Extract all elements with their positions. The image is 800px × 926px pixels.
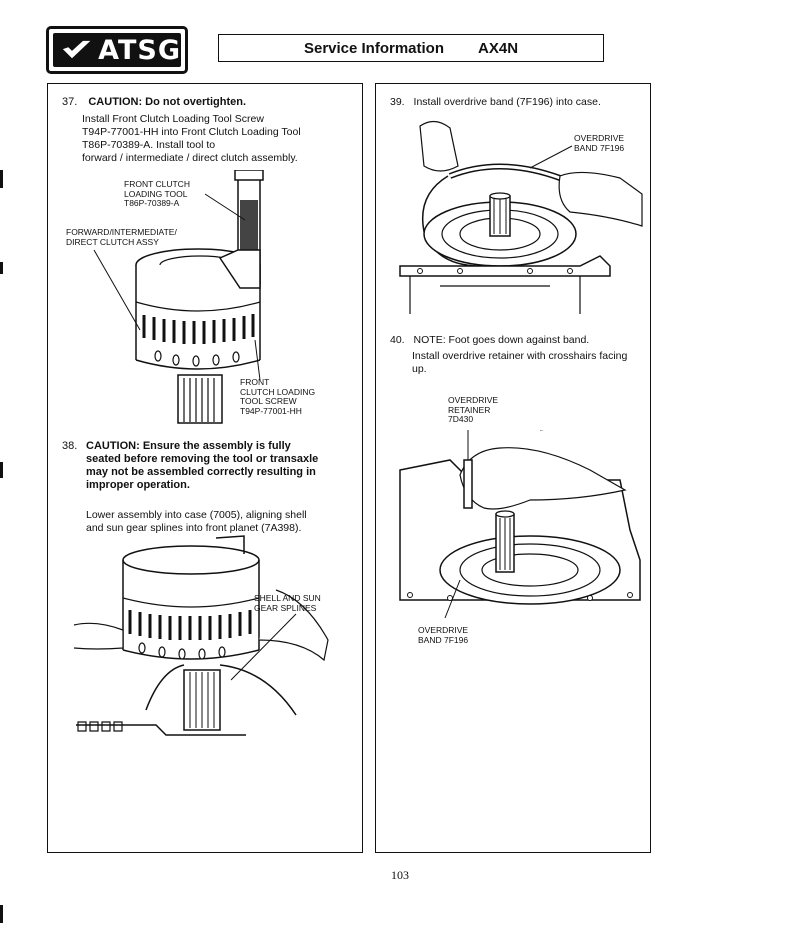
step-number: 37. (62, 96, 78, 108)
scan-edge-mark (0, 905, 3, 923)
header-model: AX4N (478, 39, 519, 57)
caution-text: CAUTION: Do not overtighten. (88, 96, 247, 108)
label-shell-sun-gear-splines: SHELL AND SUN GEAR SPLINES (254, 593, 321, 613)
scan-edge-mark (0, 262, 3, 274)
header-title: Service Information (303, 39, 445, 57)
page-number: 103 (391, 868, 409, 882)
note-text: NOTE: Foot goes down against band. (413, 334, 590, 346)
caution-line: seated before removing the tool or trans… (86, 453, 319, 465)
checkmark-icon (62, 40, 91, 59)
right-panel (375, 83, 651, 853)
caution-line: may not be assembled correctly resulting… (86, 466, 316, 478)
instruction-line: T94P-77001-HH into Front Clutch Loading … (82, 126, 301, 138)
instruction-line: and sun gear splines into front planet (… (86, 522, 302, 534)
scan-edge-mark (0, 170, 3, 188)
step-number: 40. (390, 334, 405, 346)
instruction-line: Install overdrive band (7F196) into case… (413, 96, 601, 108)
caution-line: improper operation. (86, 479, 190, 491)
step-number: 38. (62, 440, 78, 452)
step-39: 39. Install overdrive band (7F196) into … (390, 96, 648, 109)
caution-line: CAUTION: Ensure the assembly is fully (86, 440, 291, 452)
instruction-line: forward / intermediate / direct clutch a… (82, 152, 298, 164)
scan-edge-mark (0, 462, 3, 478)
figure-clutch-loading-tool (60, 170, 360, 430)
instruction-line: T86P-70389-A. Install tool to (82, 139, 216, 151)
instruction-line: Install overdrive retainer with crosshai… (412, 350, 628, 362)
step-number: 39. (390, 96, 405, 108)
label-overdrive-retainer: OVERDRIVE RETAINER 7D430 (448, 395, 499, 424)
atsg-logo: ATSG (46, 26, 188, 74)
step-37: 37. CAUTION: Do not overtighten. Install… (62, 96, 358, 165)
instruction-line: Lower assembly into case (7005), alignin… (86, 509, 307, 521)
logo-text: ATSG (98, 34, 181, 66)
left-panel (47, 83, 363, 853)
figure-install-overdrive-band (380, 116, 648, 316)
label-overdrive-band-2: OVERDRIVE BAND 7F196 (418, 625, 469, 645)
label-overdrive-band: OVERDRIVE BAND 7F196 (574, 133, 625, 153)
label-loading-tool: FRONT CLUTCH LOADING TOOL T86P-70389-A (124, 179, 190, 208)
figure-install-overdrive-retainer (390, 430, 645, 630)
step-40: 40. NOTE: Foot goes down against band. I… (390, 334, 648, 376)
instruction-line: up. (412, 363, 427, 375)
service-info-header: Service Information AX4N (218, 34, 604, 62)
step-38: 38. CAUTION: Ensure the assembly is full… (62, 440, 358, 535)
label-clutch-assy: FORWARD/INTERMEDIATE/ DIRECT CLUTCH ASSY (66, 227, 177, 247)
label-loading-tool-screw: FRONT CLUTCH LOADING TOOL SCREW T94P-770… (240, 377, 316, 416)
instruction-line: Install Front Clutch Loading Tool Screw (82, 113, 264, 125)
figure-lower-assembly (66, 530, 356, 740)
